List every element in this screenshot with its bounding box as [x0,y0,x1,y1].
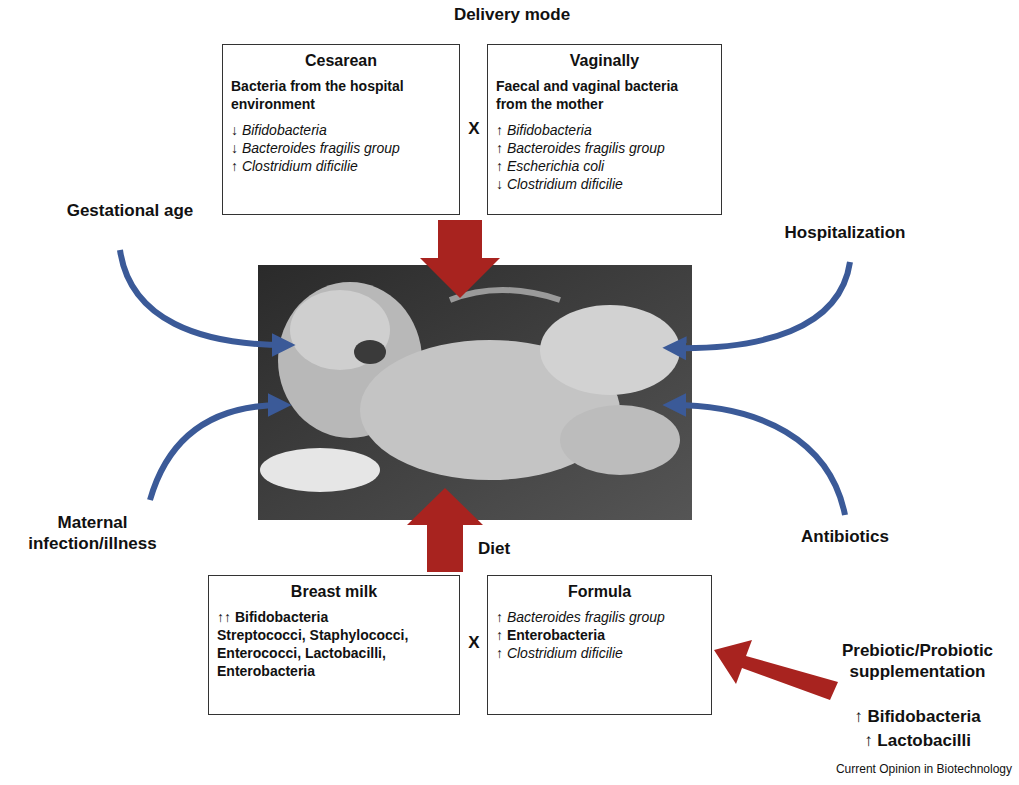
factor-label: Maternal infection/illness [10,512,175,554]
box-text: ↑ Bacteroides fragilis group [496,608,703,626]
box-text: ↑ Enterobacteria [496,626,703,644]
factor-label: Hospitalization [760,222,930,243]
box-text: ↑ Clostridium dificilie [496,644,703,662]
box-heading: Breast milk [217,582,451,602]
box-text: Bacteria from the hospital environment [231,77,451,113]
section-heading: Diet [478,538,538,559]
box-text: ↑↑ Bifidobacteria [217,608,451,626]
effect-label: ↑ Bifidobacteria [825,706,1010,727]
versus-mark: X [464,632,484,653]
box-text: Faecal and vaginal bacteria from the mot… [496,77,713,113]
box-text: Streptococci, Staphylococci, Enterococci… [217,626,451,680]
newborn-photo [258,265,692,520]
box-heading: Vaginally [496,51,713,71]
box-text: ↓ Bifidobacteria [231,121,451,139]
box-heading: Formula [496,582,703,602]
box-text: ↑ Bacteroides fragilis group [496,139,713,157]
group-box: CesareanBacteria from the hospital envir… [222,44,460,215]
box-text: ↑ Escherichia coli [496,157,713,175]
group-box: Formula ↑ Bacteroides fragilis group↑ Ent… [487,575,712,715]
box-text: ↓ Clostridium dificilie [496,175,713,193]
factor-arrow [120,250,850,515]
supplement-label: Prebiotic/Probiotic supplementation [825,640,1010,682]
effect-label: ↑ Lactobacilli [825,730,1010,751]
factor-label: Gestational age [60,200,200,221]
box-text: ↓ Bacteroides fragilis group [231,139,451,157]
source-credit: Current Opinion in Biotechnology [800,762,1012,777]
group-box: VaginallyFaecal and vaginal bacteria fro… [487,44,722,215]
box-text: ↑ Clostridium dificilie [231,157,451,175]
section-heading: Delivery mode [412,4,612,25]
versus-mark: X [464,118,484,139]
factor-label: Antibiotics [770,526,920,547]
box-text: ↑ Bifidobacteria [496,121,713,139]
box-heading: Cesarean [231,51,451,71]
group-box: Breast milk ↑↑ BifidobacteriaStreptococci… [208,575,460,715]
